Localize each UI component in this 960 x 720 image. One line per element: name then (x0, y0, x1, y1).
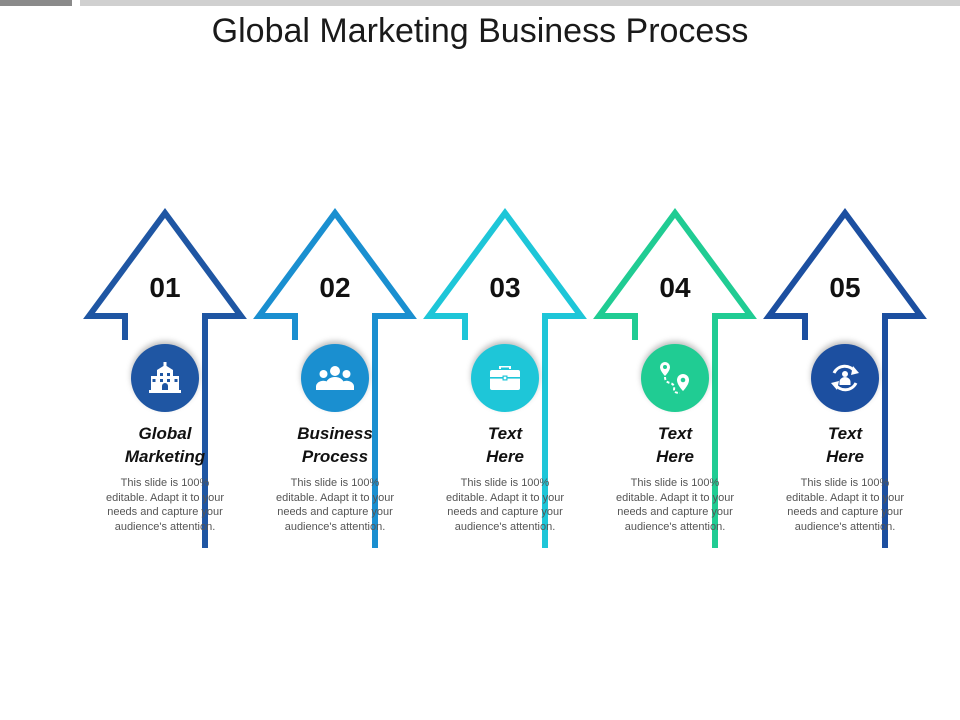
step-2-heading-line1: Business (297, 424, 373, 443)
refresh-icon (827, 360, 863, 396)
step-5-description: This slide is 100% editable. Adapt it to… (785, 477, 905, 533)
step-1-heading-line2: Marketing (124, 447, 206, 466)
step-2-heading-line2: Process (301, 447, 369, 466)
step-4-number: 04 (659, 272, 691, 303)
step-4-heading-line1: Text (657, 424, 693, 443)
step-2-circle (301, 344, 369, 412)
step-4-arrow (593, 207, 757, 548)
step-1-number: 01 (149, 272, 181, 303)
step-5-heading-line2: Here (826, 447, 864, 466)
step-4-circle (641, 344, 709, 412)
map-route-icon (656, 360, 694, 396)
step-3-heading-line1: Text (487, 424, 523, 443)
team-icon (315, 363, 355, 393)
step-2-description: This slide is 100% editable. Adapt it to… (275, 477, 395, 533)
step-2-number: 02 (319, 272, 351, 303)
step-1-arrow (83, 207, 247, 548)
slide-title: Global Marketing Business Process (211, 12, 749, 50)
step-1-description: This slide is 100% editable. Adapt it to… (105, 477, 225, 533)
step-5-number: 05 (829, 272, 861, 303)
step-3-arrow (423, 207, 587, 548)
step-3-circle (471, 344, 539, 412)
step-5-heading-line1: Text (827, 424, 863, 443)
briefcase-icon (487, 362, 523, 394)
step-5-circle (811, 344, 879, 412)
step-2-arrow (253, 207, 417, 548)
step-1-heading-line1: Global (138, 424, 192, 443)
step-5-arrow (763, 207, 927, 548)
step-3-description: This slide is 100% editable. Adapt it to… (445, 477, 565, 533)
step-4-description: This slide is 100% editable. Adapt it to… (615, 477, 735, 533)
step-3-number: 03 (489, 272, 521, 303)
step-4-heading-line2: Here (656, 447, 694, 466)
building-icon (147, 360, 183, 396)
top-accent-bar (0, 0, 72, 6)
step-3-heading-line2: Here (486, 447, 524, 466)
top-rule-bar (80, 0, 960, 6)
step-1-circle (131, 344, 199, 412)
